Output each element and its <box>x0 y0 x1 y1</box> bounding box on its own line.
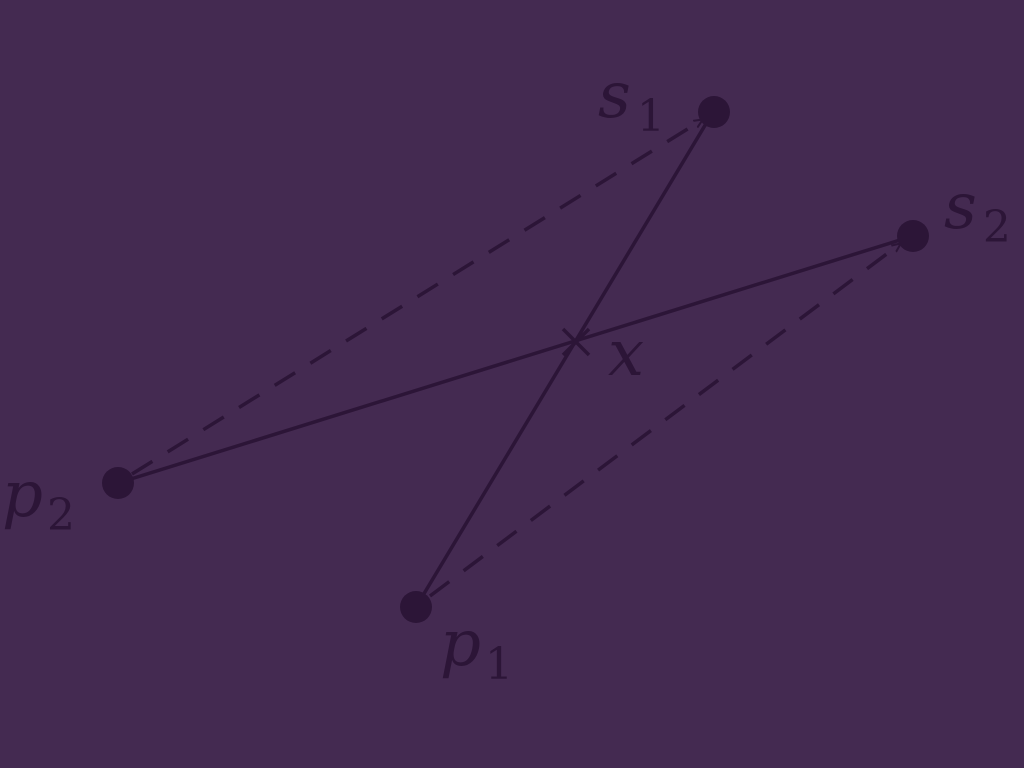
segment-p1-s1 <box>414 111 715 608</box>
label-p1: p1 <box>440 607 513 690</box>
point-s1 <box>698 96 730 128</box>
intersection-cross-x <box>561 327 591 357</box>
dashed-line-p1-s2 <box>428 244 900 598</box>
label-x: x <box>608 317 644 391</box>
point-p1 <box>400 591 432 623</box>
point-s2 <box>897 220 929 252</box>
segment-p2-s2 <box>117 234 914 485</box>
point-p2 <box>102 467 134 499</box>
dashed-line-p2-s1 <box>131 120 702 476</box>
label-p2: p2 <box>2 458 75 541</box>
